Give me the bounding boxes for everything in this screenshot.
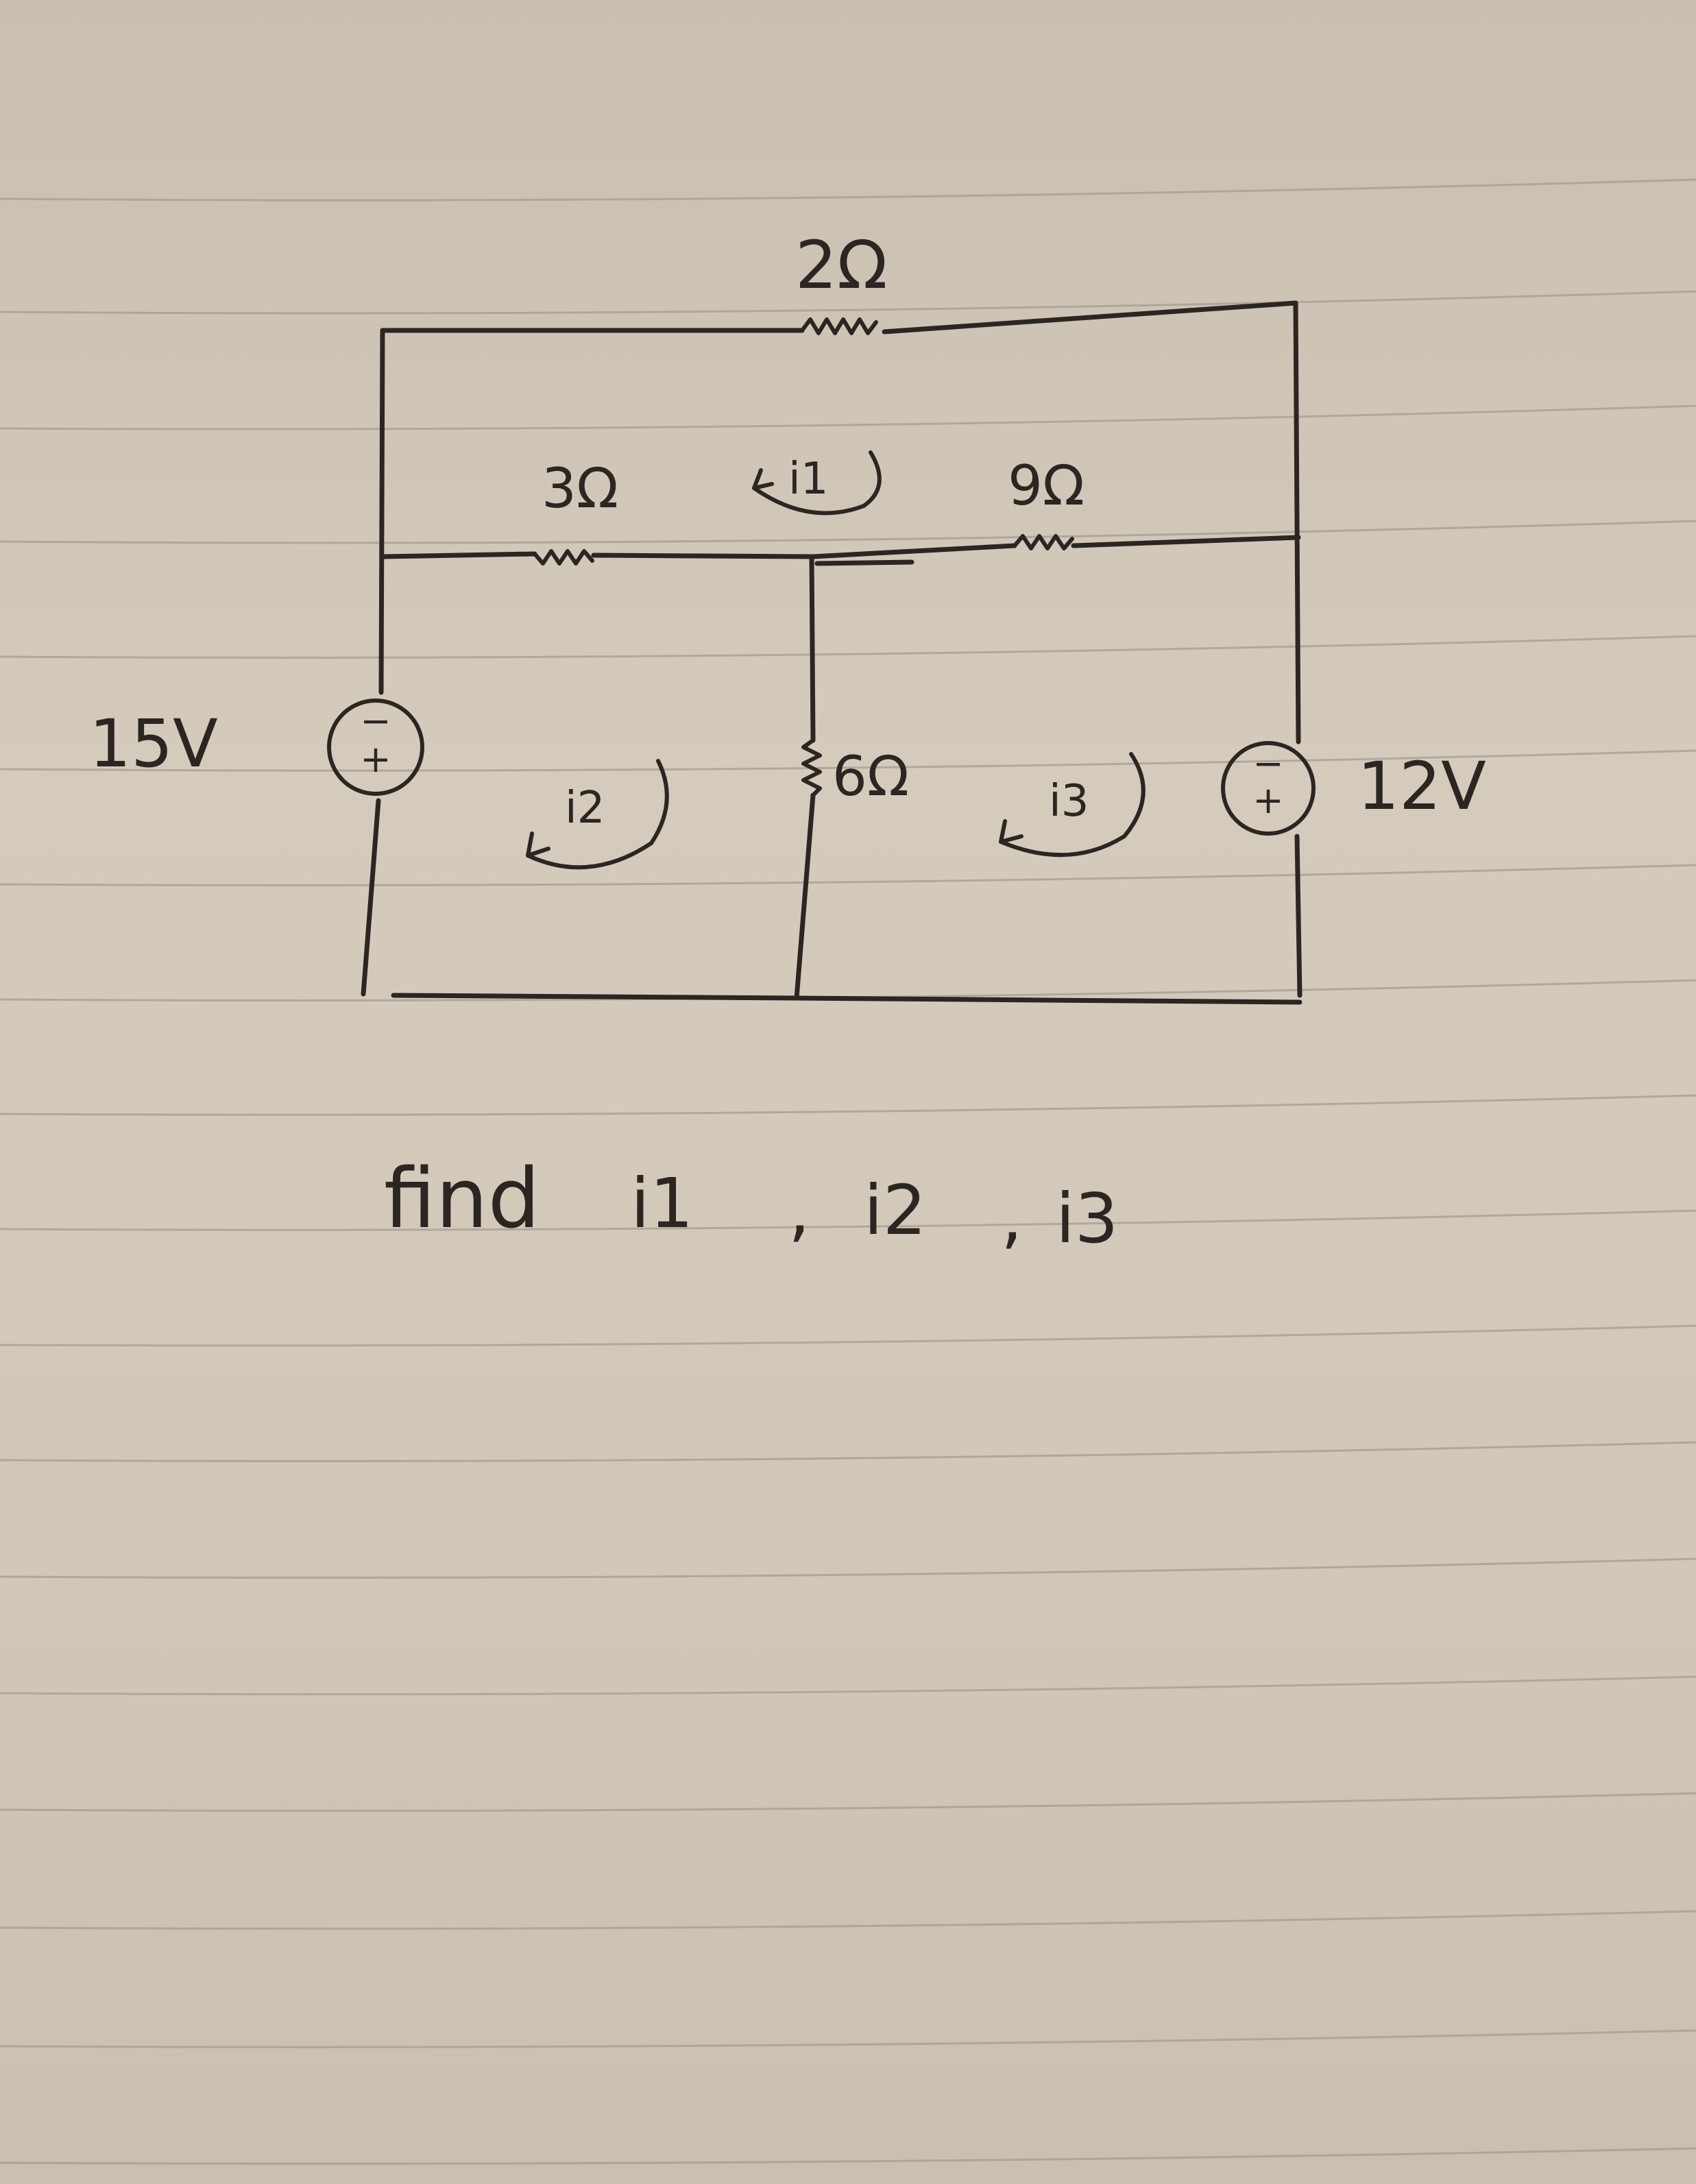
resistor-6-ohm-label: 6Ω xyxy=(832,744,909,808)
source-12v-plus: + xyxy=(1252,779,1283,822)
resistor-9-ohm-label: 9Ω xyxy=(1008,454,1085,518)
resistor-2-ohm-symbol xyxy=(800,317,878,335)
loop-2-label: i2 xyxy=(565,783,605,834)
source-12v-label: 12V xyxy=(1357,748,1486,825)
resistor-6-ohm-symbol xyxy=(801,738,822,797)
question-current-3: i3 xyxy=(1056,1178,1118,1259)
right-wire-top xyxy=(1293,300,1301,744)
question-word: find xyxy=(384,1152,540,1247)
question-separator-2: , xyxy=(1001,1177,1023,1257)
question-current-1: i1 xyxy=(631,1163,693,1243)
left-wire-top xyxy=(378,328,385,695)
loop-1-arrow-icon xyxy=(752,450,882,515)
source-15v-minus: − xyxy=(360,699,391,742)
resistor-2-ohm-label: 2Ω xyxy=(795,227,887,304)
top-branch: 2Ω xyxy=(380,227,1298,335)
question-current-2: i2 xyxy=(864,1170,926,1250)
bottom-wire xyxy=(391,993,1303,1005)
source-15v-circle xyxy=(327,699,424,796)
right-wire-bottom xyxy=(1294,834,1303,998)
question-separator-1: , xyxy=(788,1170,810,1250)
question: find i1 , i2 , i3 xyxy=(384,1152,1118,1259)
loop-3-label: i3 xyxy=(1049,776,1089,827)
source-15v: − + 15V xyxy=(89,699,424,796)
source-15v-label: 15V xyxy=(89,705,218,782)
loop-1-label: i1 xyxy=(788,454,829,505)
source-12v-minus: − xyxy=(1252,742,1283,785)
loop-2-arrow-icon xyxy=(526,759,669,870)
ruled-lines xyxy=(0,178,1696,2165)
resistor-3-ohm-symbol xyxy=(533,549,594,566)
loop-3-arrow-icon xyxy=(999,752,1146,858)
source-12v-circle xyxy=(1221,741,1316,836)
loop-current-1: i1 xyxy=(752,450,882,515)
loop-current-2: i2 xyxy=(526,759,669,870)
source-12v: − + 12V xyxy=(1221,741,1486,836)
resistor-9-ohm-symbol xyxy=(1013,534,1074,550)
loop-current-3: i3 xyxy=(999,752,1146,858)
middle-branch: 3Ω 9Ω xyxy=(380,454,1301,566)
center-branch: 6Ω xyxy=(794,554,909,1001)
resistor-3-ohm-label: 3Ω xyxy=(542,457,618,520)
source-15v-plus: + xyxy=(360,738,391,781)
left-wire-bottom xyxy=(361,798,381,997)
